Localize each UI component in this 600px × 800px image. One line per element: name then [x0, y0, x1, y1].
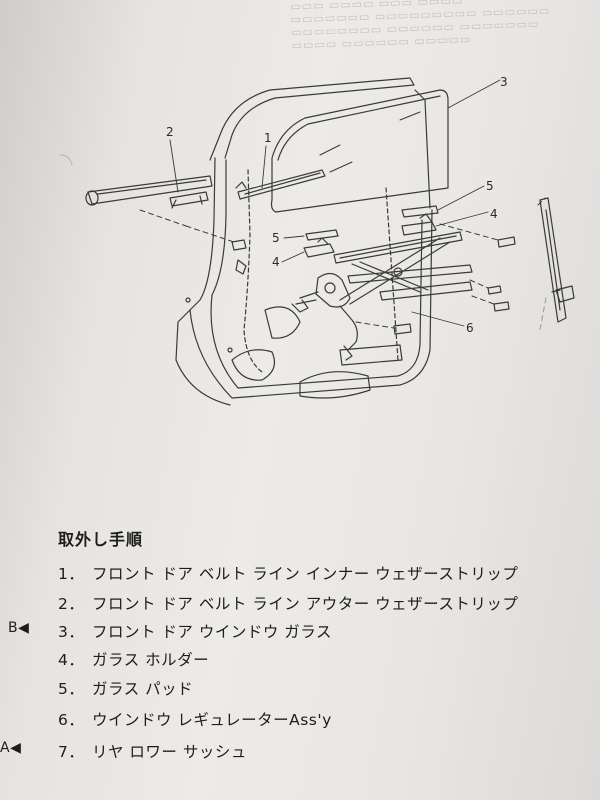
step-number: 7． — [58, 743, 85, 761]
procedure-step: A◀ 7． リヤ ロワー サッシュ — [0, 740, 600, 766]
door-window-exploded-diagram: 1 2 3 4 4 5 5 6 — [59, 75, 575, 406]
step-number: 2． — [58, 595, 85, 613]
outer-weatherstrip-part-2 — [85, 175, 213, 209]
procedure-title: 取外し手順 — [58, 530, 144, 549]
glass-pad-part-5-right — [401, 205, 439, 218]
step-number: 3． — [58, 623, 85, 641]
step-marker-b: B◀ — [8, 620, 30, 636]
step-text: ウインドウ レギュレーターAss'y — [92, 711, 332, 729]
step-number: 5． — [58, 680, 85, 698]
step-text: フロント ドア ウインドウ ガラス — [92, 623, 332, 641]
callout-5-right: 5 — [486, 179, 494, 193]
removal-procedure: 取外し手順 1． フロント ドア ベルト ライン インナー ウェザーストリップ … — [0, 520, 600, 800]
procedure-step: 5． ガラス パッド — [0, 677, 600, 703]
step-text: ガラス パッド — [92, 680, 194, 698]
callout-6: 6 — [466, 321, 474, 335]
callout-1: 1 — [264, 131, 272, 145]
step-number: 6． — [58, 711, 85, 729]
procedure-step: B◀ 3． フロント ドア ウインドウ ガラス — [0, 620, 600, 646]
rear-lower-sash-part-7 — [539, 197, 575, 323]
step-number: 4． — [58, 651, 85, 669]
callout-4-left: 4 — [272, 255, 280, 269]
window-regulator-part-6 — [291, 231, 473, 361]
step-text: フロント ドア ベルト ライン アウター ウェザーストリップ — [92, 595, 519, 613]
step-text: フロント ドア ベルト ライン インナー ウェザーストリップ — [92, 565, 519, 583]
procedure-step: 1． フロント ドア ベルト ライン インナー ウェザーストリップ — [0, 562, 600, 588]
glass-pad-part-5-left — [305, 229, 339, 241]
bolts — [231, 236, 516, 335]
callout-5-left: 5 — [272, 231, 280, 245]
step-marker-a: A◀ — [0, 740, 22, 756]
door-frame-outline — [59, 77, 433, 406]
callout-2: 2 — [166, 125, 174, 139]
assembly-dashed-lines — [139, 197, 547, 331]
step-number: 1． — [58, 565, 85, 583]
callout-leader-lines — [169, 79, 501, 327]
procedure-step: 2． フロント ドア ベルト ライン アウター ウェザーストリップ — [0, 592, 600, 618]
step-text: ガラス ホルダー — [92, 651, 210, 669]
procedure-step: 4． ガラス ホルダー — [0, 648, 600, 674]
door-window-glass-part-3 — [270, 89, 449, 213]
regulator-motor — [291, 272, 358, 361]
step-text: リヤ ロワー サッシュ — [92, 743, 247, 761]
inner-weatherstrip-part-1 — [235, 169, 326, 200]
procedure-step: 6． ウインドウ レギュレーターAss'y — [0, 708, 600, 734]
callout-4-right: 4 — [490, 207, 498, 221]
callout-3: 3 — [500, 75, 508, 89]
glass-holder-part-4-left — [303, 237, 335, 258]
